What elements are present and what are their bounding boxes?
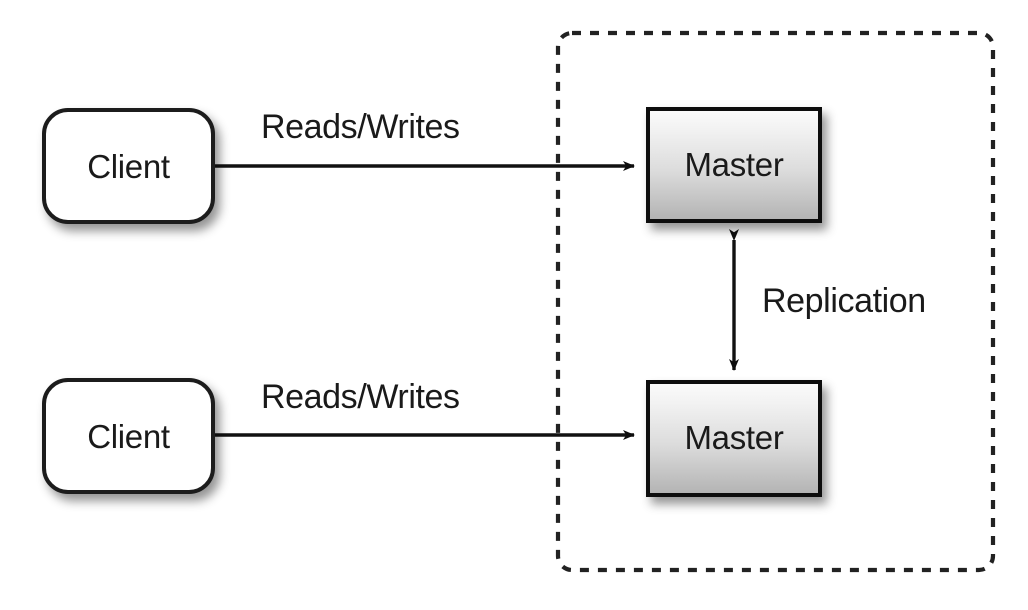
node-master-top[interactable] <box>646 107 822 223</box>
edge-label-replication: Replication <box>762 282 926 320</box>
cluster-boundary-dashed-rect <box>555 30 996 573</box>
node-label-master-bottom: Master <box>684 419 784 456</box>
node-client-top[interactable] <box>42 108 215 224</box>
node-label-master-top: Master <box>684 146 784 183</box>
edge-label-reads-writes-bottom: Reads/Writes <box>261 378 460 416</box>
edge-label-reads-writes-top: Reads/Writes <box>261 108 460 146</box>
node-label-client-bottom: Client <box>87 418 170 455</box>
node-client-bottom[interactable] <box>42 378 215 494</box>
node-master-bottom[interactable] <box>646 380 822 497</box>
node-label-client-top: Client <box>87 148 170 185</box>
